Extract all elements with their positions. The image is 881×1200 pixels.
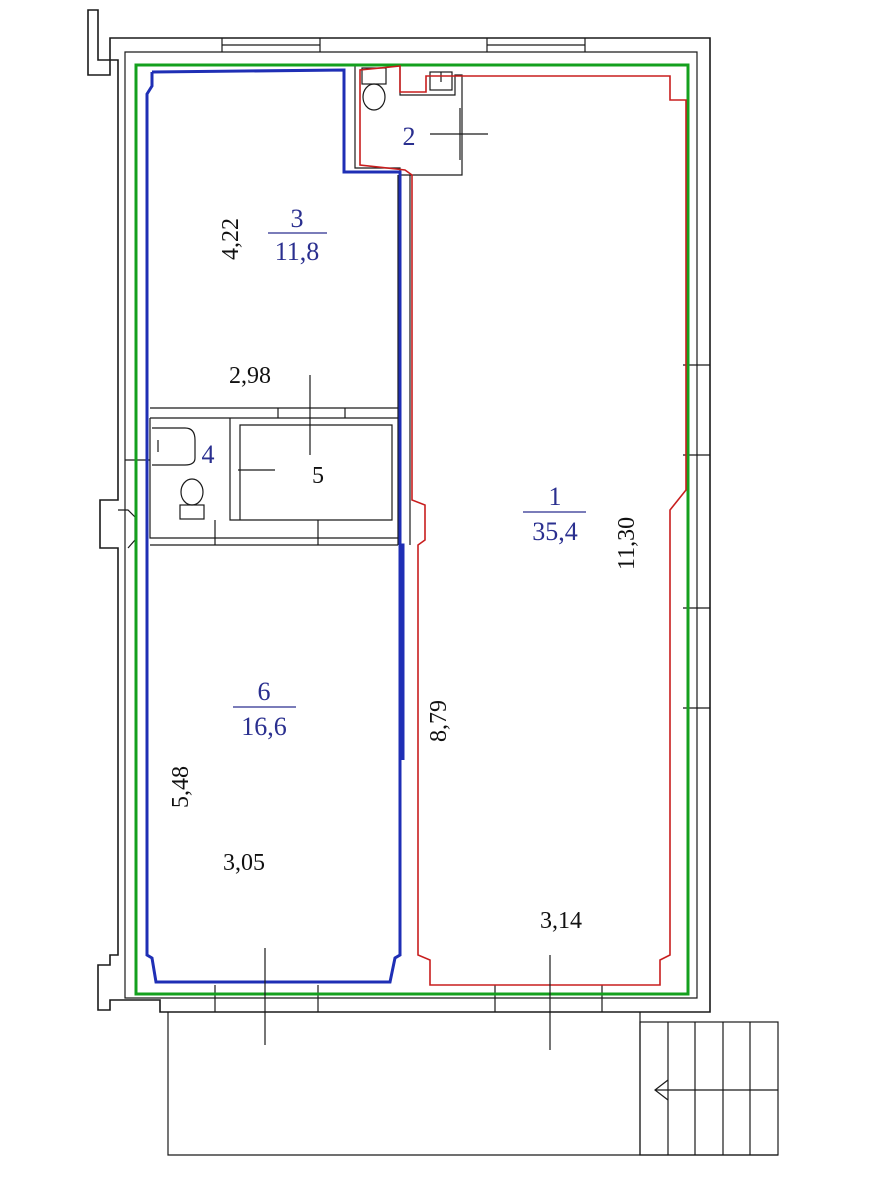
room-5-number: 5	[312, 463, 324, 489]
dimension-room1-width: 3,14	[540, 908, 582, 934]
building-outline-green	[134, 63, 690, 996]
porch	[167, 1012, 778, 1156]
room-area: 35,4	[532, 517, 578, 546]
room-outline-blue-left	[145, 72, 402, 984]
dimension-room6-width: 3,05	[223, 850, 265, 876]
room-3-label: 3 11,8	[268, 204, 327, 266]
sink-icon	[429, 71, 453, 91]
room-area: 11,8	[275, 237, 320, 266]
stair-arrow-icon	[654, 1079, 778, 1101]
room-outline-red	[359, 65, 687, 986]
room-number: 3	[291, 204, 304, 233]
room-outline-blue-upper	[151, 68, 402, 545]
room-outline-blue-mid	[400, 543, 405, 760]
dimension-room3-width: 2,98	[229, 363, 271, 389]
room-2-number: 2	[403, 122, 416, 151]
section-marks	[238, 108, 551, 1050]
dimension-room6-height: 5,48	[168, 766, 194, 808]
room-1-label: 1 35,4	[523, 482, 586, 546]
sink-icon	[152, 427, 196, 466]
room-4-number: 4	[202, 440, 215, 469]
toilet-icon	[179, 478, 205, 520]
toilet-icon	[361, 67, 387, 111]
dimension-room1-height: 11,30	[614, 517, 640, 570]
room-number: 1	[549, 482, 562, 511]
room-6-label: 6 16,6	[233, 677, 296, 741]
dimension-room3-height: 4,22	[218, 218, 244, 260]
room-number: 6	[258, 677, 271, 706]
stairs	[639, 1021, 779, 1156]
dimension-room1-inner: 8,79	[426, 700, 452, 742]
interior-walls	[125, 65, 463, 546]
room-area: 16,6	[241, 712, 287, 741]
